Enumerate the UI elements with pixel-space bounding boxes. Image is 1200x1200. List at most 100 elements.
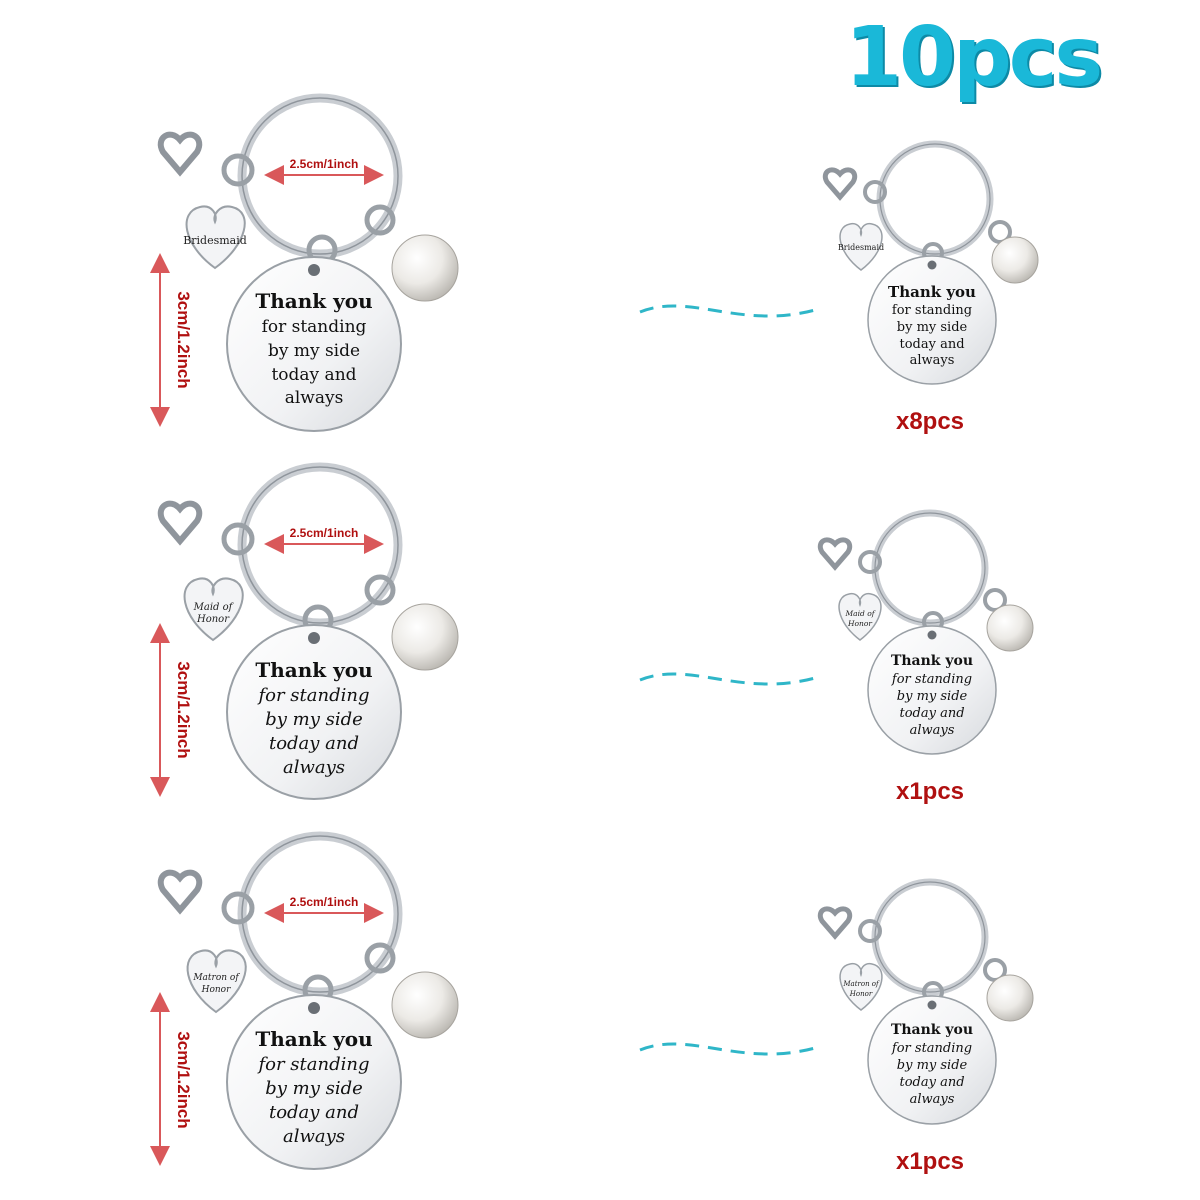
heart-outline-charm [157,131,203,177]
keychain-small-bridesmaid: Bridesmaid Thank you for standing by my … [822,140,1039,385]
jump-ring [221,153,255,187]
charm-text-line-1: Matron of [842,980,880,988]
disc-line-3: by my side [265,1078,363,1099]
keychain-large-matron-of-honor: Matron of Honor Thank you for standing b… [150,831,459,1170]
disc-dimension-label: 3cm/1.2inch [174,661,193,758]
disc-hole [308,632,320,644]
heart-name-charm [183,577,244,642]
pearl-charm [991,236,1039,284]
split-ring-edge [874,512,986,624]
heart-outline-charm [157,500,203,546]
heart-outline-charm [822,167,858,201]
disc-hole [927,1000,937,1010]
disc-hole [308,264,320,276]
pearl-charm [391,603,459,671]
disc-line-4: today and [899,337,964,352]
pearl-charm [391,234,459,302]
charm-text-line-2: Honor [849,990,873,998]
jump-ring [858,919,882,943]
disc-line-1: Thank you [255,1027,372,1051]
disc-line-3: by my side [897,689,968,704]
dashed-connector [639,672,816,686]
charm-text-line-2: Honor [201,985,231,995]
disc-line-2: for standing [262,317,367,337]
disc-line-2: for standing [891,672,972,687]
disc-line-4: today and [269,733,359,754]
disc-dimension-label: 3cm/1.2inch [174,1031,193,1128]
keychain-small-maid-of-honor: Maid of Honor Thank you for standing by … [817,509,1034,755]
round-disc-pendant [867,995,997,1125]
disc-line-4: today and [899,706,964,721]
quantity-label-row-2: x1pcs [895,778,965,805]
pearl-charm [391,971,459,1039]
pearl-jump-ring [364,574,396,606]
ring-dimension-label: 2.5cm/1inch [290,526,359,540]
heart-outline-charm [817,537,853,571]
keychain-large-bridesmaid: Bridesmaid Thank you for standing by my … [150,93,459,432]
disc-line-5: always [910,723,955,738]
charm-text: Bridesmaid [183,234,247,247]
disc-line-1: Thank you [891,1022,973,1038]
round-disc-pendant [226,256,402,432]
split-ring-edge [241,466,399,624]
disc-line-5: always [285,388,344,408]
disc-line-4: today and [271,365,356,385]
heart-outline-charm [157,869,203,915]
pearl-charm [986,974,1034,1022]
charm-text-line-2: Honor [196,614,230,625]
heart-name-charm [839,962,883,1011]
disc-line-4: today and [269,1102,359,1123]
disc-line-5: always [283,757,345,778]
package-count-title: 10pcs [845,10,1103,105]
quantity-label-row-3: x1pcs [895,1148,965,1175]
dashed-connector [639,1042,816,1056]
ring-dimension-label: 2.5cm/1inch [290,157,359,171]
disc-line-2: for standing [256,1054,369,1075]
heart-name-charm [185,205,246,270]
jump-ring [863,180,887,204]
disc-line-1: Thank you [891,653,973,669]
disc-line-1: Thank you [255,289,372,313]
disc-hole [927,630,937,640]
disc-line-4: today and [899,1075,964,1090]
disc-hole [927,260,937,270]
disc-hole [308,1002,320,1014]
split-ring-edge [874,881,986,993]
disc-line-5: always [910,353,955,368]
disc-line-2: for standing [891,1041,972,1056]
charm-text-line-1: Matron of [192,973,240,983]
split-ring-edge [241,835,399,993]
heart-name-charm [839,222,883,271]
ring-dimension-label: 2.5cm/1inch [290,895,359,909]
disc-line-1: Thank you [255,658,372,682]
charm-text-line-2: Honor [847,619,872,628]
charm-text: Bridesmaid [838,243,884,252]
charm-text-line-1: Maid of [844,609,875,618]
disc-line-2: for standing [892,303,972,318]
heart-name-charm [186,949,247,1014]
round-disc-pendant [226,624,402,800]
disc-line-5: always [283,1126,345,1147]
quantity-label-row-1: x8pcs [895,408,965,435]
heart-outline-charm [817,906,853,940]
pearl-jump-ring [364,204,396,236]
disc-line-3: by my side [268,341,360,361]
disc-line-3: by my side [897,1058,968,1073]
jump-ring [221,891,255,925]
round-disc-pendant [226,994,402,1170]
jump-ring [858,550,882,574]
split-ring-edge [879,143,991,255]
round-disc-pendant [867,625,997,755]
jump-ring [221,522,255,556]
disc-line-5: always [910,1092,955,1107]
heart-name-charm [838,592,882,641]
keychain-large-maid-of-honor: Maid of Honor Thank you for standing by … [150,462,459,800]
disc-dimension-label: 3cm/1.2inch [174,291,193,388]
dashed-connector [639,304,816,318]
disc-line-2: for standing [256,685,369,706]
disc-line-3: by my side [897,320,968,335]
keychain-small-matron-of-honor: Matron of Honor Thank you for standing b… [817,878,1034,1125]
split-ring-edge [241,97,399,255]
